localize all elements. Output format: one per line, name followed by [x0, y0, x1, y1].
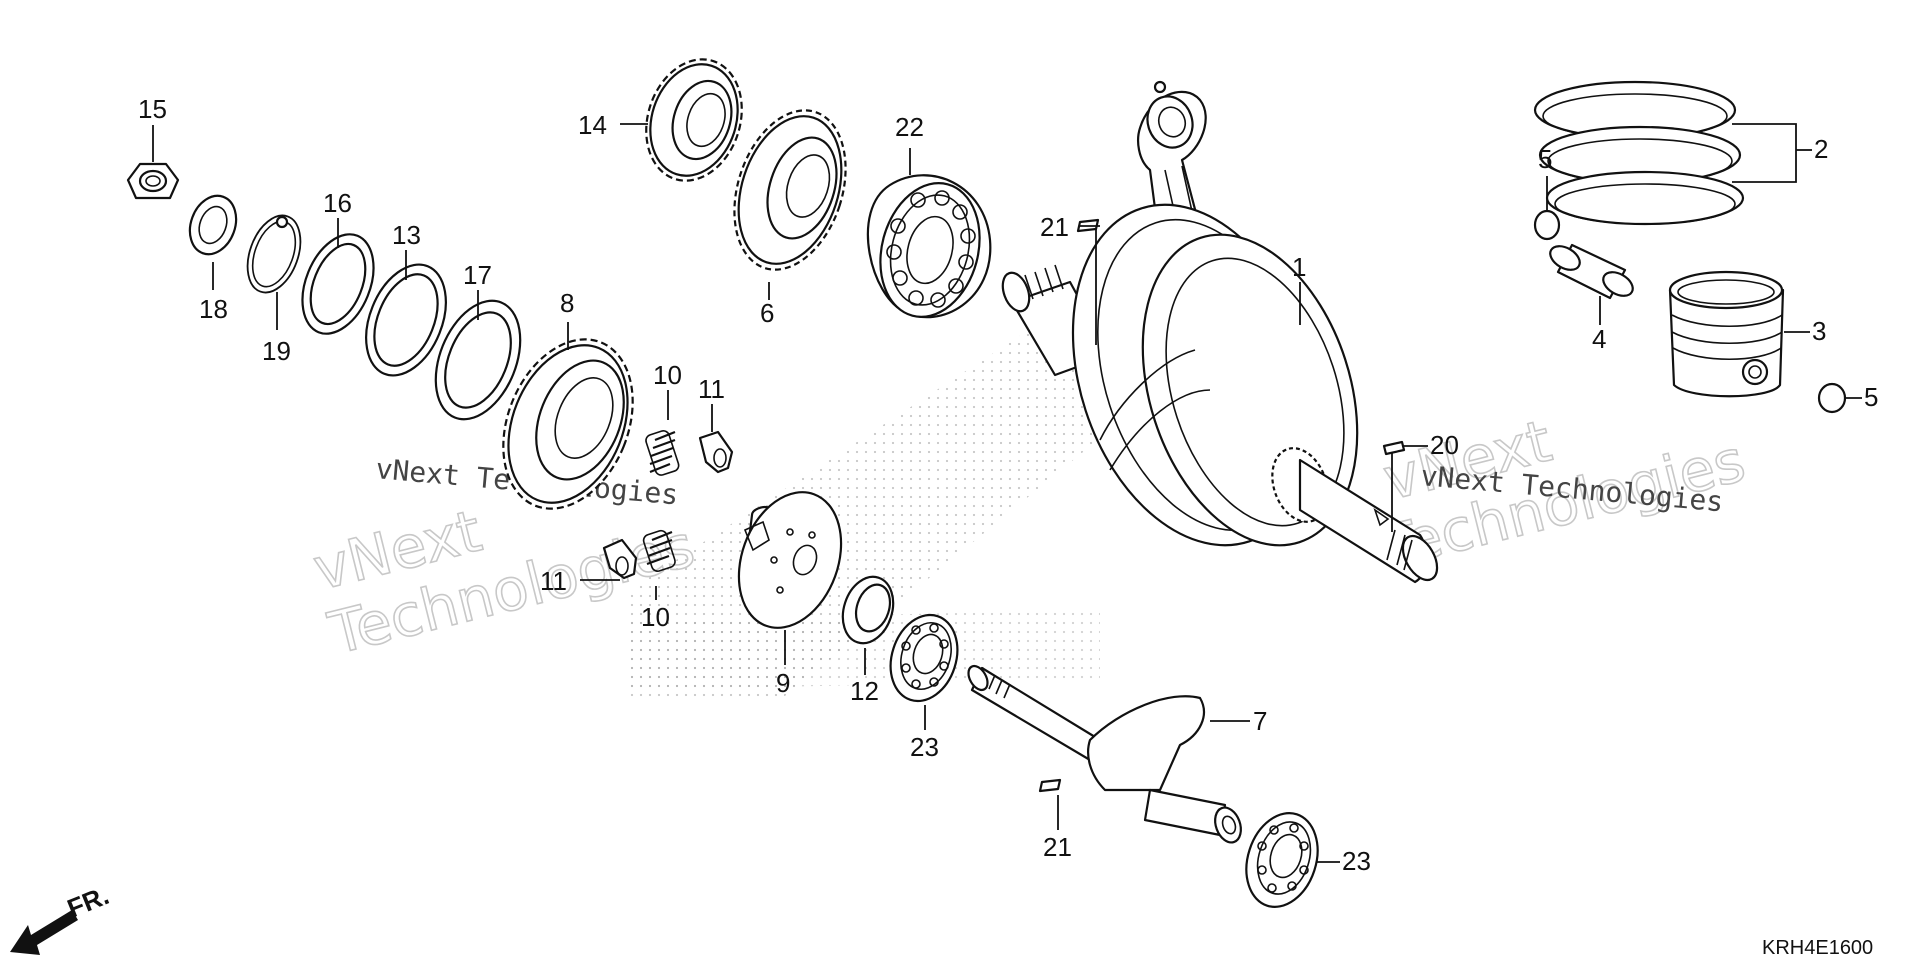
callout-8: 8 [560, 288, 574, 318]
thrust-washer-16 [301, 233, 375, 335]
callout-18: 18 [199, 294, 228, 324]
callout-15: 15 [138, 94, 167, 124]
washer-17 [434, 299, 522, 421]
callout-7: 7 [1253, 706, 1267, 736]
balancer-drive-gear [645, 58, 743, 182]
callout-10-upper: 10 [653, 360, 682, 390]
callout-16: 16 [323, 188, 352, 218]
spring-cap-upper [698, 430, 734, 474]
callout-2: 2 [1814, 134, 1828, 164]
callout-21-top: 21 [1040, 212, 1069, 242]
callout-10-lower: 10 [641, 602, 670, 632]
radial-ball-bearing-23-left [889, 613, 959, 703]
washer-13 [365, 263, 447, 377]
callout-6: 6 [760, 298, 774, 328]
piston-pin-clip-lower [1817, 382, 1847, 414]
front-arrow-icon [10, 910, 78, 955]
piston [1668, 270, 1785, 398]
snap-ring [246, 214, 302, 294]
callout-23-left: 23 [910, 732, 939, 762]
piston-pin [1549, 243, 1634, 300]
radial-ball-bearing-22 [866, 174, 992, 319]
woodruff-key-lower [1038, 778, 1062, 793]
spring-cap-lower [602, 538, 638, 580]
callout-20: 20 [1430, 430, 1459, 460]
crankshaft-assembly [1001, 80, 1439, 584]
primary-drive-gear [502, 338, 634, 510]
callout-4: 4 [1592, 324, 1606, 354]
callout-9: 9 [776, 668, 790, 698]
spring-lower [642, 529, 676, 572]
callout-22: 22 [895, 112, 924, 142]
balancer-driven-gear [733, 109, 847, 271]
callout-5-upper: 5 [1538, 144, 1552, 174]
spring-upper [645, 430, 680, 476]
diagram-code: KRH4E1600 [1762, 937, 1873, 959]
callout-14: 14 [578, 110, 607, 140]
callout-3: 3 [1812, 316, 1826, 346]
callout-17: 17 [463, 260, 492, 290]
radial-ball-bearing-23-right [1245, 812, 1319, 908]
callout-11-upper: 11 [698, 374, 725, 404]
callout-19: 19 [262, 336, 291, 366]
leader-lines [152, 123, 1862, 863]
callout-12: 12 [850, 676, 879, 706]
front-direction-marker: FR. [10, 880, 113, 955]
callout-23-right: 23 [1342, 846, 1371, 876]
piston-ring-set [1533, 80, 1745, 226]
piston-pin-clip-upper [1533, 209, 1561, 241]
flange-nut [126, 162, 180, 200]
balancer-shaft [967, 664, 1242, 844]
callout-labels: 15 18 19 16 13 17 8 10 11 11 10 14 6 22 … [138, 94, 1878, 876]
washer-18 [188, 194, 238, 256]
callout-11-lower: 11 [540, 566, 567, 596]
callout-21-lower: 21 [1043, 832, 1072, 862]
callout-13: 13 [392, 220, 421, 250]
primary-gear-hub [737, 491, 843, 629]
collar-12 [841, 575, 895, 645]
callout-5-lower: 5 [1864, 382, 1878, 412]
woodruff-key-20 [1382, 440, 1406, 456]
callout-1: 1 [1292, 252, 1306, 282]
